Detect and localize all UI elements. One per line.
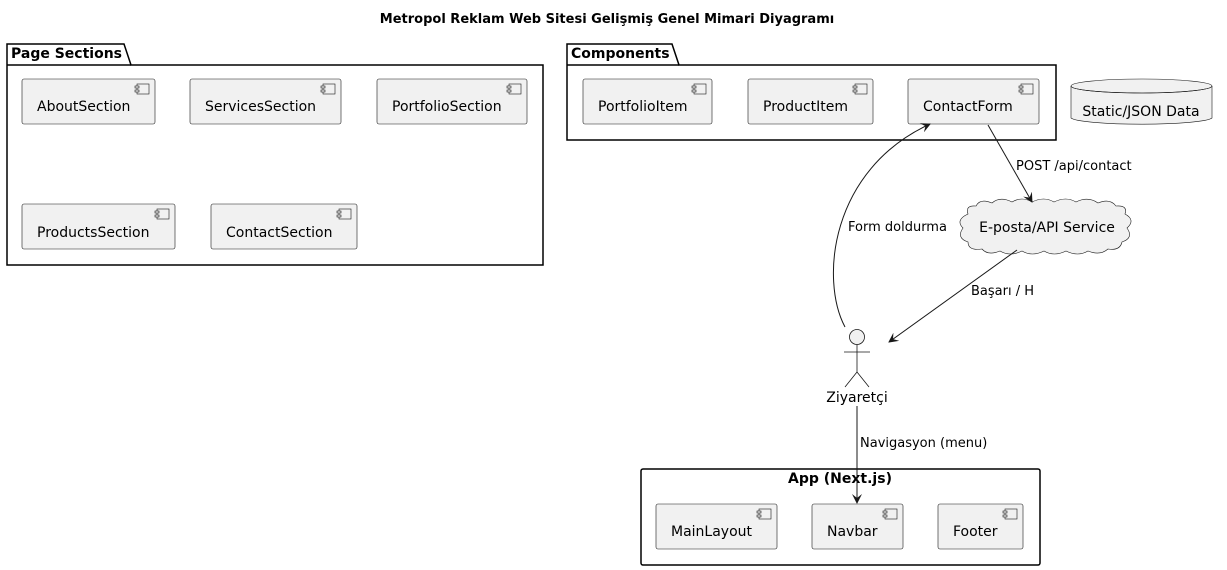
package-label: App (Next.js): [788, 471, 892, 487]
edge-api-to-visitor: Başarı / H: [888, 249, 1034, 343]
diagram-title: Metropol Reklam Web Sitesi Gelişmiş Gene…: [380, 12, 834, 27]
actor-ziyaretci: Ziyaretçi: [826, 329, 888, 406]
component-footer: Footer: [937, 503, 1024, 550]
edge-label: Başarı / H: [971, 284, 1034, 299]
edge-contact-form-to-api: POST /api/contact: [987, 124, 1132, 203]
component-portfolio-section: PortfolioSection: [376, 78, 528, 125]
package-page-sections: Page Sections: [6, 43, 544, 266]
package-label: Page Sections: [11, 46, 122, 62]
edge-label: POST /api/contact: [1016, 159, 1132, 174]
component-about-section: AboutSection: [21, 78, 156, 125]
component-label: ContactSection: [226, 225, 332, 241]
component-label: AboutSection: [37, 99, 130, 115]
actor-label: Ziyaretçi: [826, 390, 887, 406]
component-label: PortfolioSection: [392, 99, 502, 115]
edge-label: Form doldurma: [848, 220, 947, 235]
component-contact-section: ContactSection: [210, 203, 358, 250]
component-portfolio-item: PortfolioItem: [582, 78, 713, 125]
component-label: Navbar: [827, 524, 878, 540]
package-app: App (Next.js): [640, 468, 1041, 566]
database-static-json: Static/JSON Data: [1070, 78, 1213, 125]
cloud-email-api-service: E-posta/API Service: [959, 198, 1132, 255]
edge-visitor-to-contact-form: Form doldurma: [832, 123, 947, 328]
component-contact-form: ContactForm: [907, 78, 1040, 125]
component-products-section: ProductsSection: [21, 203, 176, 250]
component-label: Footer: [953, 524, 998, 540]
package-components: Components: [566, 43, 1057, 141]
package-label: Components: [571, 46, 670, 62]
database-label: Static/JSON Data: [1082, 104, 1199, 120]
cloud-label: E-posta/API Service: [979, 220, 1115, 236]
component-label: MainLayout: [671, 524, 753, 540]
component-label: ProductItem: [763, 99, 848, 115]
component-services-section: ServicesSection: [189, 78, 342, 125]
component-label: ServicesSection: [205, 99, 316, 115]
edge-label: Navigasyon (menu): [860, 436, 987, 451]
component-main-layout: MainLayout: [655, 503, 778, 550]
edge-visitor-to-navbar: Navigasyon (menu): [852, 406, 987, 504]
component-product-item: ProductItem: [747, 78, 874, 125]
component-navbar: Navbar: [811, 503, 904, 550]
component-label: ProductsSection: [37, 225, 149, 241]
component-label: ContactForm: [923, 99, 1013, 115]
component-label: PortfolioItem: [598, 99, 687, 115]
